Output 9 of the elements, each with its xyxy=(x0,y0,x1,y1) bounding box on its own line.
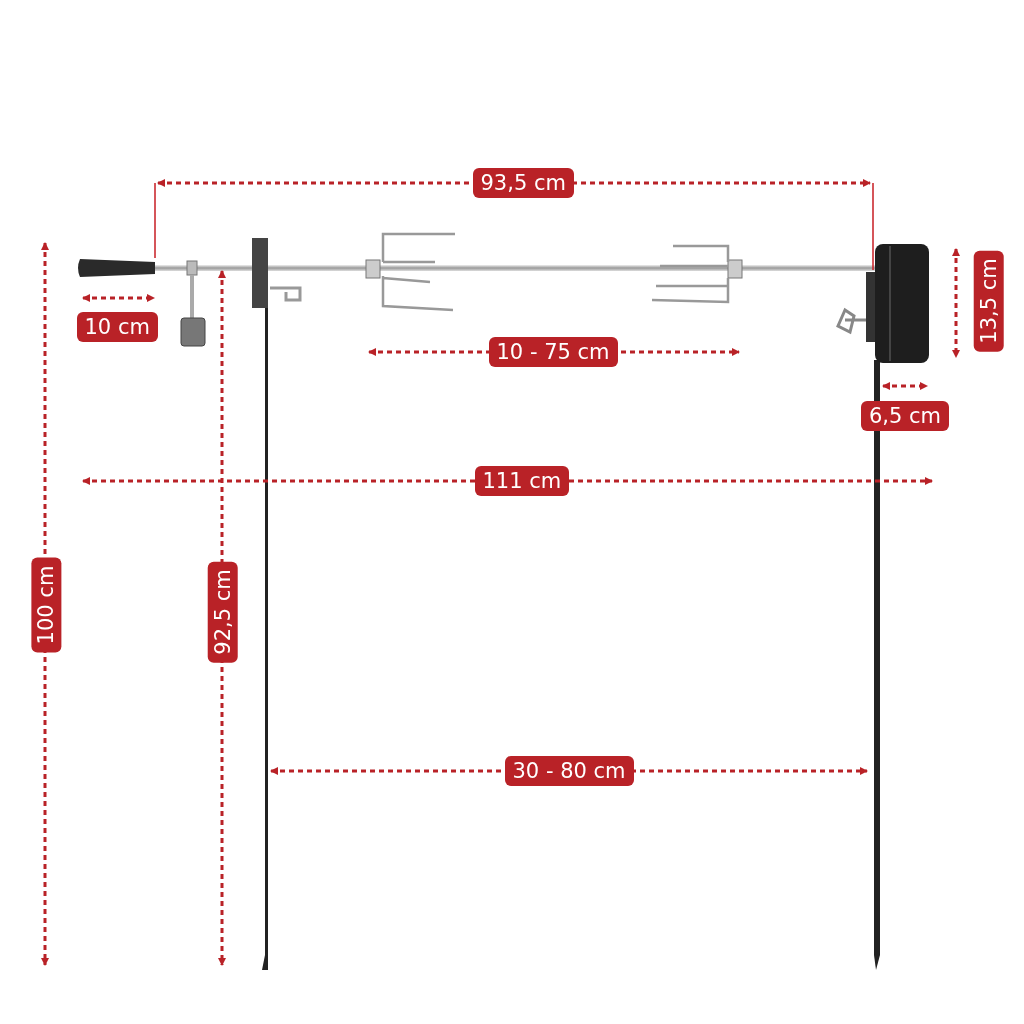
dimension-label: 111 cm xyxy=(474,466,570,496)
dimension-label: 92,5 cm xyxy=(207,561,238,663)
dimension-label: 93,5 cm xyxy=(472,168,574,198)
dimension-label: 10 - 75 cm xyxy=(488,337,618,367)
dimension-label: 6,5 cm xyxy=(861,401,950,431)
dimension-label: 10 cm xyxy=(76,312,158,342)
dimension-label: 30 - 80 cm xyxy=(504,756,634,786)
dimension-label: 13,5 cm xyxy=(973,250,1004,352)
dimension-label: 100 cm xyxy=(30,557,61,653)
